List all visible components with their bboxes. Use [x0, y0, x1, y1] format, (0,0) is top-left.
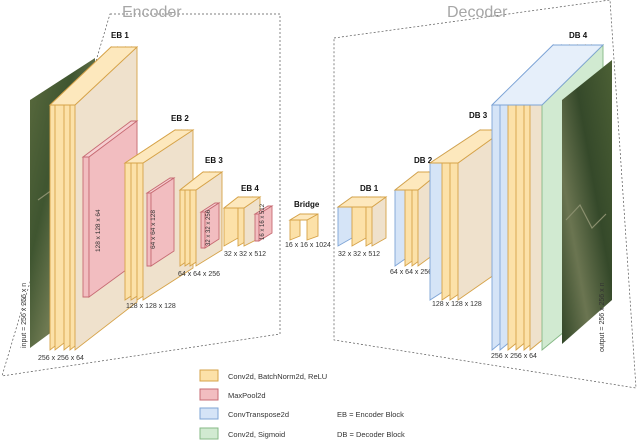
maxpool-3-front [200, 211, 206, 249]
maxpool-2-side [150, 177, 175, 267]
maxpool-4-front [254, 213, 260, 242]
eb3-dims: 64 x 64 x 256 [178, 271, 220, 278]
legend-swatch-conv [199, 369, 219, 382]
db1-top [336, 196, 388, 208]
maxpool-2-dims: 64 x 64 x 128 [150, 210, 157, 249]
db3-label: DB 3 [469, 111, 488, 120]
eb1-top [48, 46, 139, 106]
db4-dims: 256 x 256 x 64 [491, 353, 537, 360]
bridge-block [288, 213, 319, 241]
legend-label-final: Conv2d, Sigmoid [228, 430, 285, 439]
maxpool-4-side [258, 205, 273, 242]
db1-dims: 32 x 32 x 512 [338, 251, 380, 258]
encoder-title: Encoder [122, 4, 182, 21]
db3-dims: 128 x 128 x 128 [432, 301, 482, 308]
db2-label: DB 2 [414, 156, 433, 165]
eb1-label: EB 1 [111, 31, 129, 40]
input-dimension-label: input = 256 x 256 x n [21, 283, 28, 348]
decoder-title: Decoder [447, 4, 508, 21]
legend: Conv2d, BatchNorm2d, ReLU MaxPool2d Conv… [199, 369, 405, 440]
eb4-dims: 32 x 32 x 512 [224, 251, 266, 258]
legend-eb-definition: EB = Encoder Block [337, 410, 404, 419]
db1-label: DB 1 [360, 184, 379, 193]
db4-top [490, 44, 605, 106]
legend-label-conv: Conv2d, BatchNorm2d, ReLU [228, 372, 327, 381]
eb3-top [178, 171, 224, 191]
db2-dims: 64 x 64 x 256 [390, 269, 432, 276]
bridge-dims: 16 x 16 x 1024 [285, 242, 331, 249]
bridge-top [288, 213, 319, 221]
legend-swatch-pool [199, 388, 219, 401]
maxpool-1-front [82, 156, 90, 298]
db4-label: DB 4 [569, 31, 588, 40]
legend-swatch-final [199, 427, 219, 440]
legend-label-tconv: ConvTranspose2d [228, 410, 289, 419]
output-satellite-image [562, 60, 612, 344]
eb1-dims: 256 x 256 x 64 [38, 355, 84, 362]
eb2-top [123, 129, 195, 164]
maxpool-3-dims: 32 x 32 x 256 [206, 209, 212, 246]
eb3-label: EB 3 [205, 156, 223, 165]
decoder-block-1 [336, 196, 388, 247]
output-dimension-label: output = 256 x 256 x n [599, 282, 606, 352]
eb2-dims: 128 x 128 x 128 [126, 303, 176, 310]
maxpool-3-side [204, 202, 220, 249]
legend-db-definition: DB = Decoder Block [337, 430, 405, 439]
eb4-label: EB 4 [241, 184, 259, 193]
maxpool-4-dims: 16 x 16 x 512 [260, 203, 266, 240]
maxpool-3 [199, 202, 221, 249]
eb2-label: EB 2 [171, 114, 189, 123]
bridge-label: Bridge [294, 200, 320, 209]
output-river-line [565, 203, 607, 230]
eb4-top [222, 196, 262, 209]
maxpool-1-dims: 128 x 128 x 64 [95, 209, 102, 252]
maxpool-4 [253, 205, 274, 242]
decoder-block-2 [393, 171, 442, 267]
legend-swatch-tconv [199, 407, 219, 420]
legend-label-pool: MaxPool2d [228, 391, 266, 400]
maxpool-2 [145, 177, 176, 267]
